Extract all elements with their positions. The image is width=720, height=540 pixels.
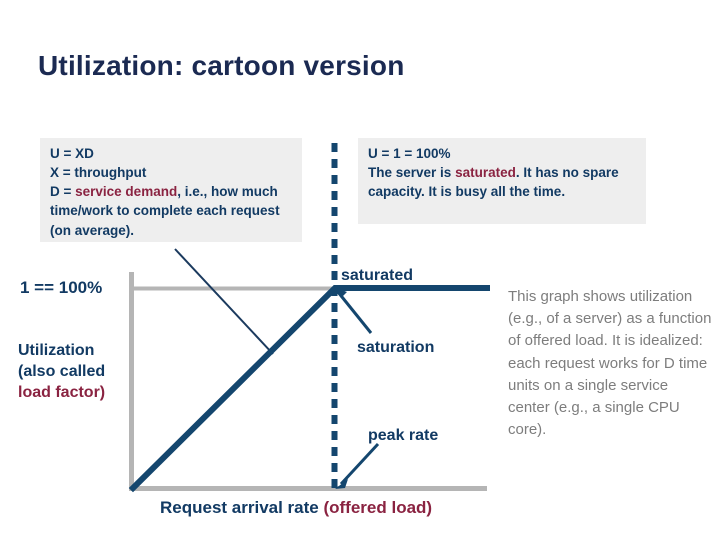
callout-left-line3: D = service demand, i.e., how much time/… <box>50 182 294 239</box>
callout-box-definition: U = XD X = throughput D = service demand… <box>40 138 302 242</box>
chart-y-axis-label: Utilization (also called load factor) <box>18 340 138 403</box>
chart-x-axis-label: Request arrival rate (offered load) <box>160 497 432 519</box>
chart-y-axis-label-line3: load factor) <box>18 384 106 402</box>
callout-right-line2-suffix: . It has no spare capacity. It is busy a… <box>368 165 619 200</box>
chart-y-tick-label-100: 1 == 100% <box>20 278 103 297</box>
callout-left-line3-highlight: service demand <box>75 184 178 200</box>
peak-rate-arrow-head <box>335 479 348 489</box>
callout-box-saturation: U = 1 = 100% The server is saturated. It… <box>358 138 646 224</box>
callout-right-line1: U = 1 = 100% <box>368 146 451 161</box>
callout-left-line3-prefix: D = <box>50 184 76 200</box>
chart-annotation-saturation: saturation <box>357 339 435 356</box>
callout-left-line2: X = throughput <box>50 165 147 181</box>
saturation-arrow-head <box>334 287 347 298</box>
chart-annotation-peak-rate: peak rate <box>368 427 439 444</box>
page-title: Utilization: cartoon version <box>38 50 405 81</box>
callout-right-line2: The server is saturated. It has no spare… <box>368 163 638 201</box>
chart-y-axis-label-line1: Utilization <box>18 342 95 359</box>
chart-utilization-curve <box>128 285 490 493</box>
callout-right-line2-highlight: saturated <box>455 165 516 181</box>
chart-x-axis-label-highlight: (offered load) <box>323 498 433 517</box>
leader-line-left-callout <box>174 248 274 355</box>
explanatory-note: This graph shows utilization (e.g., of a… <box>508 288 712 439</box>
chart-x-axis-label-main: Request arrival rate <box>160 498 324 517</box>
callout-left-line3-suffix: , i.e., how much time/work to complete e… <box>50 184 280 238</box>
callout-right-line2-prefix: The server is <box>368 165 456 181</box>
peak-rate-arrow-shaft <box>339 442 380 486</box>
callout-left-line1: U = XD <box>50 146 94 161</box>
chart-annotation-saturated: saturated <box>341 267 414 284</box>
saturation-arrow-shaft <box>336 291 373 334</box>
chart-y-axis-label-line2: (also called <box>18 363 106 381</box>
